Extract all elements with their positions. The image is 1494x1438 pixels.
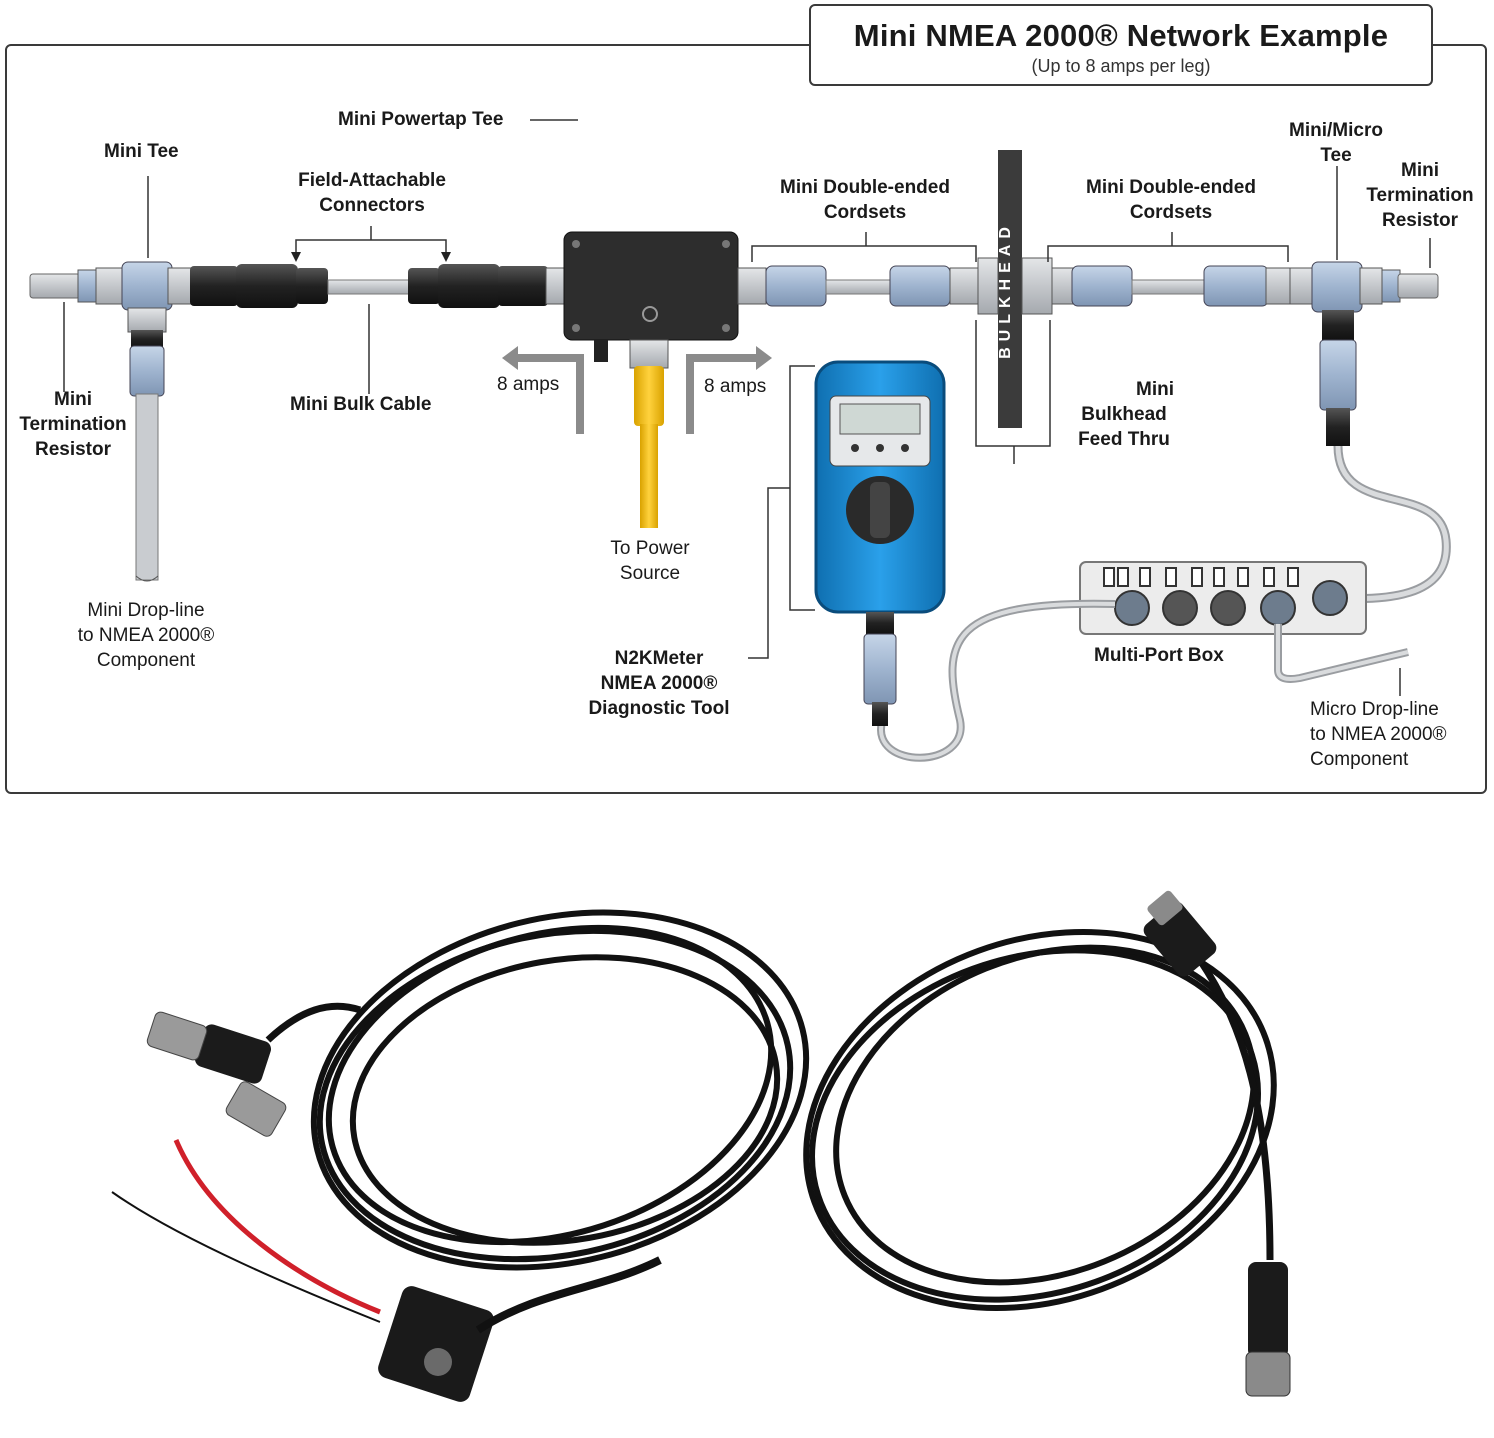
label-mini-powertap-tee: Mini Powertap Tee (338, 109, 504, 130)
mini-micro-tee-icon (1289, 261, 1383, 446)
bulkhead-plate-icon (977, 150, 1053, 428)
tee-connector-photo-icon (146, 1002, 362, 1137)
red-wire (173, 1139, 381, 1315)
fuse-holder-icon (378, 1256, 662, 1402)
left-termination-resistor-icon (29, 269, 99, 303)
title-box: Mini NMEA 2000® Network Example (Up to 8… (809, 4, 1433, 86)
label-mini-tee: Mini Tee (104, 141, 179, 162)
field-attachable-right-icon (408, 264, 567, 308)
mini-double-ended-cordset-left (737, 265, 979, 307)
label-8-amps-left: 8 amps (497, 374, 560, 395)
mini-double-ended-cordset-right (1051, 265, 1291, 307)
micro-cordset-photo-icon (1143, 890, 1291, 1397)
bulkhead-plate-label: BULKHEAD (997, 221, 1014, 359)
multiport-box-icon (1079, 561, 1367, 635)
cable-coil-right-icon (803, 928, 1277, 1312)
mini-bulk-cable (327, 279, 411, 295)
diagram-title: Mini NMEA 2000® Network Example (853, 18, 1389, 53)
black-wire (111, 1191, 381, 1323)
mini-tee-icon (95, 261, 193, 333)
label-multi-port-box: Multi-Port Box (1094, 645, 1224, 666)
powertap-box-icon (563, 231, 739, 528)
right-termination-resistor-icon (1381, 269, 1439, 303)
mini-drop-line-left (129, 330, 165, 582)
diagram-frame (5, 44, 1487, 794)
cable-coil-icon (310, 909, 810, 1271)
label-mini-bulk-cable: Mini Bulk Cable (290, 394, 432, 415)
label-8-amps-right: 8 amps (704, 376, 767, 397)
diagram-subtitle: (Up to 8 amps per leg) (1031, 56, 1211, 76)
n2k-meter-icon (814, 360, 946, 726)
field-attachable-left-icon (190, 264, 328, 308)
